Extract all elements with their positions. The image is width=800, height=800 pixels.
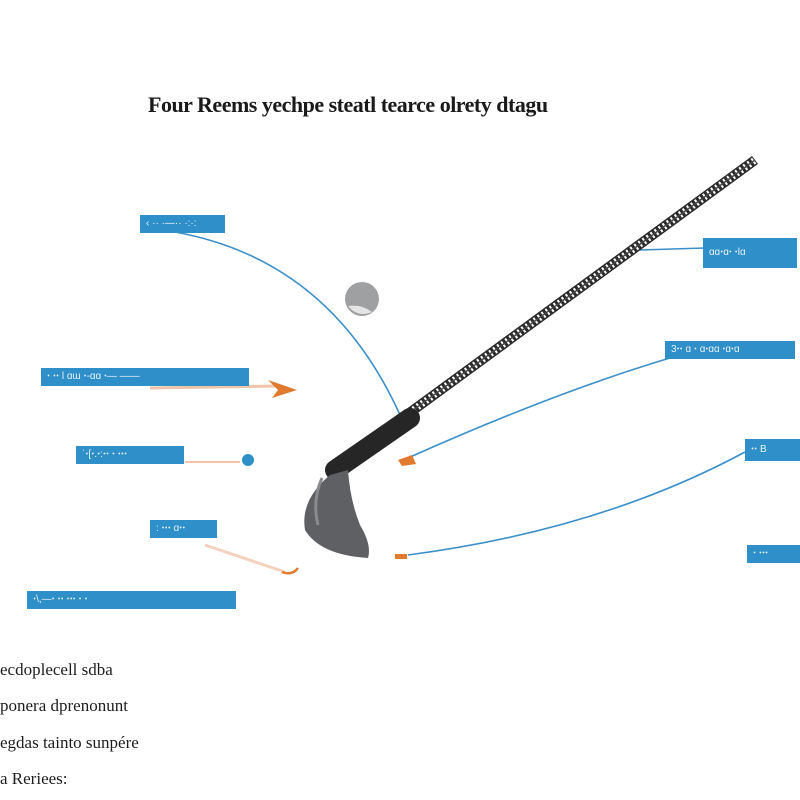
label-right-2: 3ꞏꞏ ɑ ꞏ ɑꞏɑɑ ꞏɑꞏɑ bbox=[665, 341, 795, 359]
hook-marker bbox=[281, 567, 299, 575]
club-head-shine bbox=[314, 477, 324, 526]
dot-marker bbox=[242, 454, 254, 466]
club-hosel bbox=[325, 408, 420, 480]
label-left-3: ˈꞏ[ꞏ.ꞏ:ꞏꞏ ꞏ ꞏꞏꞏ bbox=[76, 446, 184, 464]
label-left-5: ꞏ\,—ꞏ ꞏꞏ ꞏꞏꞏ ꞏ ꞏ bbox=[27, 591, 236, 609]
pointer-line bbox=[149, 384, 276, 390]
label-right-1: ɑɑꞏɑꞏ ꞏlɑ bbox=[703, 238, 797, 268]
leader-line bbox=[407, 354, 681, 459]
label-top-left: ‹ ·· ·—·· ·:·: bbox=[140, 215, 225, 233]
label-left-4: : ꞏꞏꞏ ɑꞏꞏ bbox=[150, 520, 217, 538]
arrow-marker bbox=[268, 380, 297, 398]
note-line: ponera dprenonunt bbox=[0, 696, 128, 715]
note-line: a Reriees: bbox=[0, 769, 68, 788]
golf-ball-highlight bbox=[348, 305, 372, 314]
label-left-2: ꞏ ꞏꞏ l ɑɯ ꞏ‑ɑɑ ꞏ— —— bbox=[41, 368, 249, 386]
leader-line bbox=[407, 451, 746, 556]
label-right-3: ꞏꞏ B bbox=[745, 439, 800, 461]
diagram-title: Four Reems yechpe steatl tearce olrety d… bbox=[148, 92, 548, 117]
note-line: egdas tainto sunpére bbox=[0, 733, 139, 752]
leader-line bbox=[639, 247, 706, 251]
note-line: ecdoplecell sdba bbox=[0, 660, 113, 679]
pointer-line bbox=[204, 543, 286, 574]
leader-line bbox=[174, 231, 401, 416]
club-head bbox=[304, 470, 369, 558]
arrow-marker bbox=[398, 455, 416, 466]
label-right-4: ꞏ ꞏꞏꞏ bbox=[747, 545, 800, 563]
end-marker bbox=[395, 554, 407, 559]
